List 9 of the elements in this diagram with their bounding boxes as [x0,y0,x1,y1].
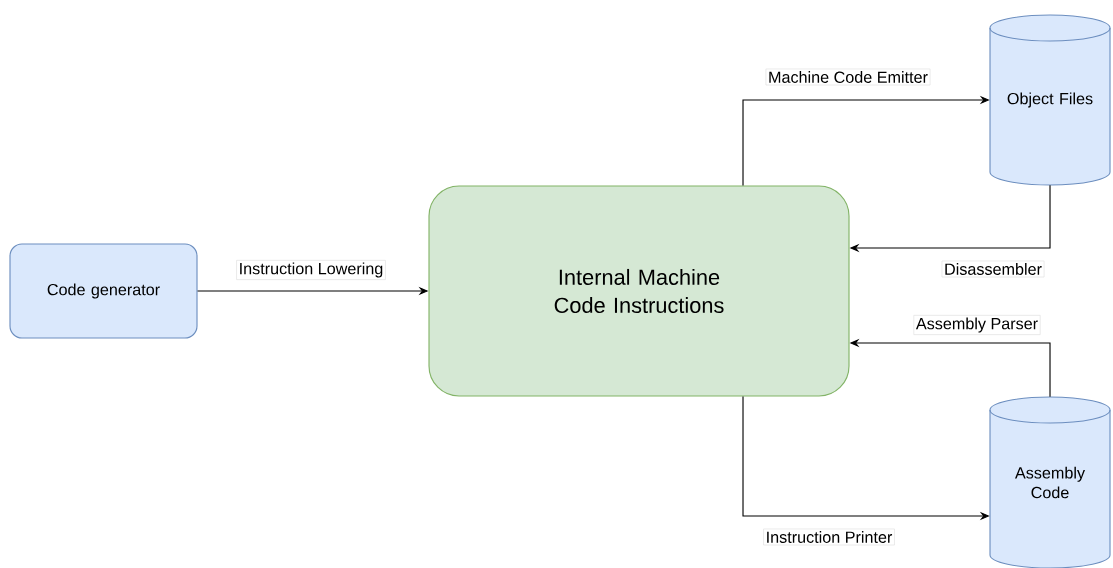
process-box: Internal Machine Code Instructions [428,185,850,397]
cylinder: Object Files [989,14,1111,186]
process-box: Code generator [9,243,198,339]
edge-label: Assembly Parser [913,315,1041,335]
edge-label: Instruction Lowering [236,260,386,280]
edge-label: Instruction Printer [763,528,895,546]
edge-label: Disassembler [941,260,1045,278]
cylinder: Assembly Code [989,396,1111,568]
edge-label: Machine Code Emitter [765,68,931,86]
